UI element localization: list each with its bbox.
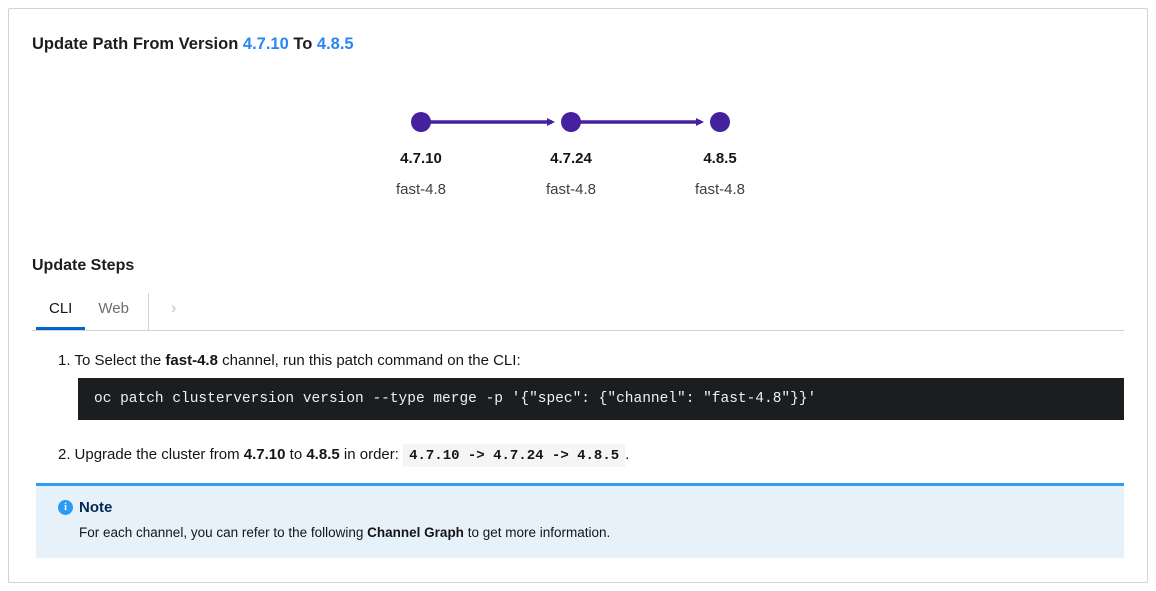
title-to-label: To: [293, 35, 313, 53]
node-channel-label: fast-4.8: [545, 181, 597, 198]
step-number: 2.: [58, 446, 71, 463]
update-path-card: Update Path From Version 4.7.10 To 4.8.5…: [8, 8, 1148, 583]
step-text: .: [625, 446, 630, 463]
step-text: To Select the: [74, 352, 166, 369]
page-title: Update Path From Version 4.7.10 To 4.8.5: [32, 35, 354, 54]
patch-command-codeblock[interactable]: oc patch clusterversion version --type m…: [78, 378, 1124, 420]
title-prefix: Update Path From Version: [32, 35, 239, 53]
note-box: i Note For each channel, you can refer t…: [36, 483, 1124, 558]
node-version-label: 4.7.24: [550, 150, 592, 167]
step-to-version: 4.8.5: [306, 446, 340, 463]
step-text: Upgrade the cluster from: [74, 446, 244, 463]
instruction-step-2: 2.Upgrade the cluster from 4.7.10 to 4.8…: [58, 444, 630, 467]
instruction-step-1: 1.To Select the fast-4.8 channel, run th…: [58, 352, 521, 369]
chevron-right-icon[interactable]: ›: [170, 298, 177, 317]
update-steps-heading: Update Steps: [32, 257, 135, 274]
note-title: Note: [79, 499, 113, 516]
note-content: Note For each channel, you can refer to …: [79, 499, 610, 540]
note-text: For each channel, you can refer to the f…: [79, 525, 368, 540]
update-order-code: 4.7.10 -> 4.7.24 -> 4.8.5: [403, 444, 626, 467]
graph-edges-and-nodes: [411, 112, 730, 132]
step-text: to: [285, 446, 307, 463]
tab-divider: [147, 293, 149, 330]
info-icon: i: [58, 500, 73, 515]
step-text: in order:: [339, 446, 404, 463]
note-channel-graph-label: Channel Graph: [367, 525, 464, 540]
graph-node-1[interactable]: [411, 112, 431, 132]
note-text: to get more information.: [463, 525, 611, 540]
to-version-link[interactable]: 4.8.5: [316, 35, 354, 53]
step-from-version: 4.7.10: [243, 446, 286, 463]
steps-tab-bar: CLI Web ›: [32, 289, 1124, 331]
graph-node-3[interactable]: [710, 112, 730, 132]
from-version-link[interactable]: 4.7.10: [242, 35, 289, 53]
node-channel-label: fast-4.8: [694, 181, 746, 198]
node-version-label: 4.8.5: [703, 150, 737, 167]
note-body: For each channel, you can refer to the f…: [79, 525, 610, 540]
graph-node-2[interactable]: [561, 112, 581, 132]
step-text: channel, run this patch command on the C…: [217, 352, 521, 369]
step-number: 1.: [58, 352, 71, 369]
node-channel-label: fast-4.8: [395, 181, 447, 198]
tab-cli[interactable]: CLI: [36, 289, 86, 330]
step-channel-name: fast-4.8: [165, 352, 218, 369]
node-version-label: 4.7.10: [400, 150, 442, 167]
update-path-graph: 4.7.10 4.7.24 4.8.5 fast-4.8 fast-4.8 fa…: [371, 108, 771, 208]
tab-web[interactable]: Web: [98, 300, 129, 317]
